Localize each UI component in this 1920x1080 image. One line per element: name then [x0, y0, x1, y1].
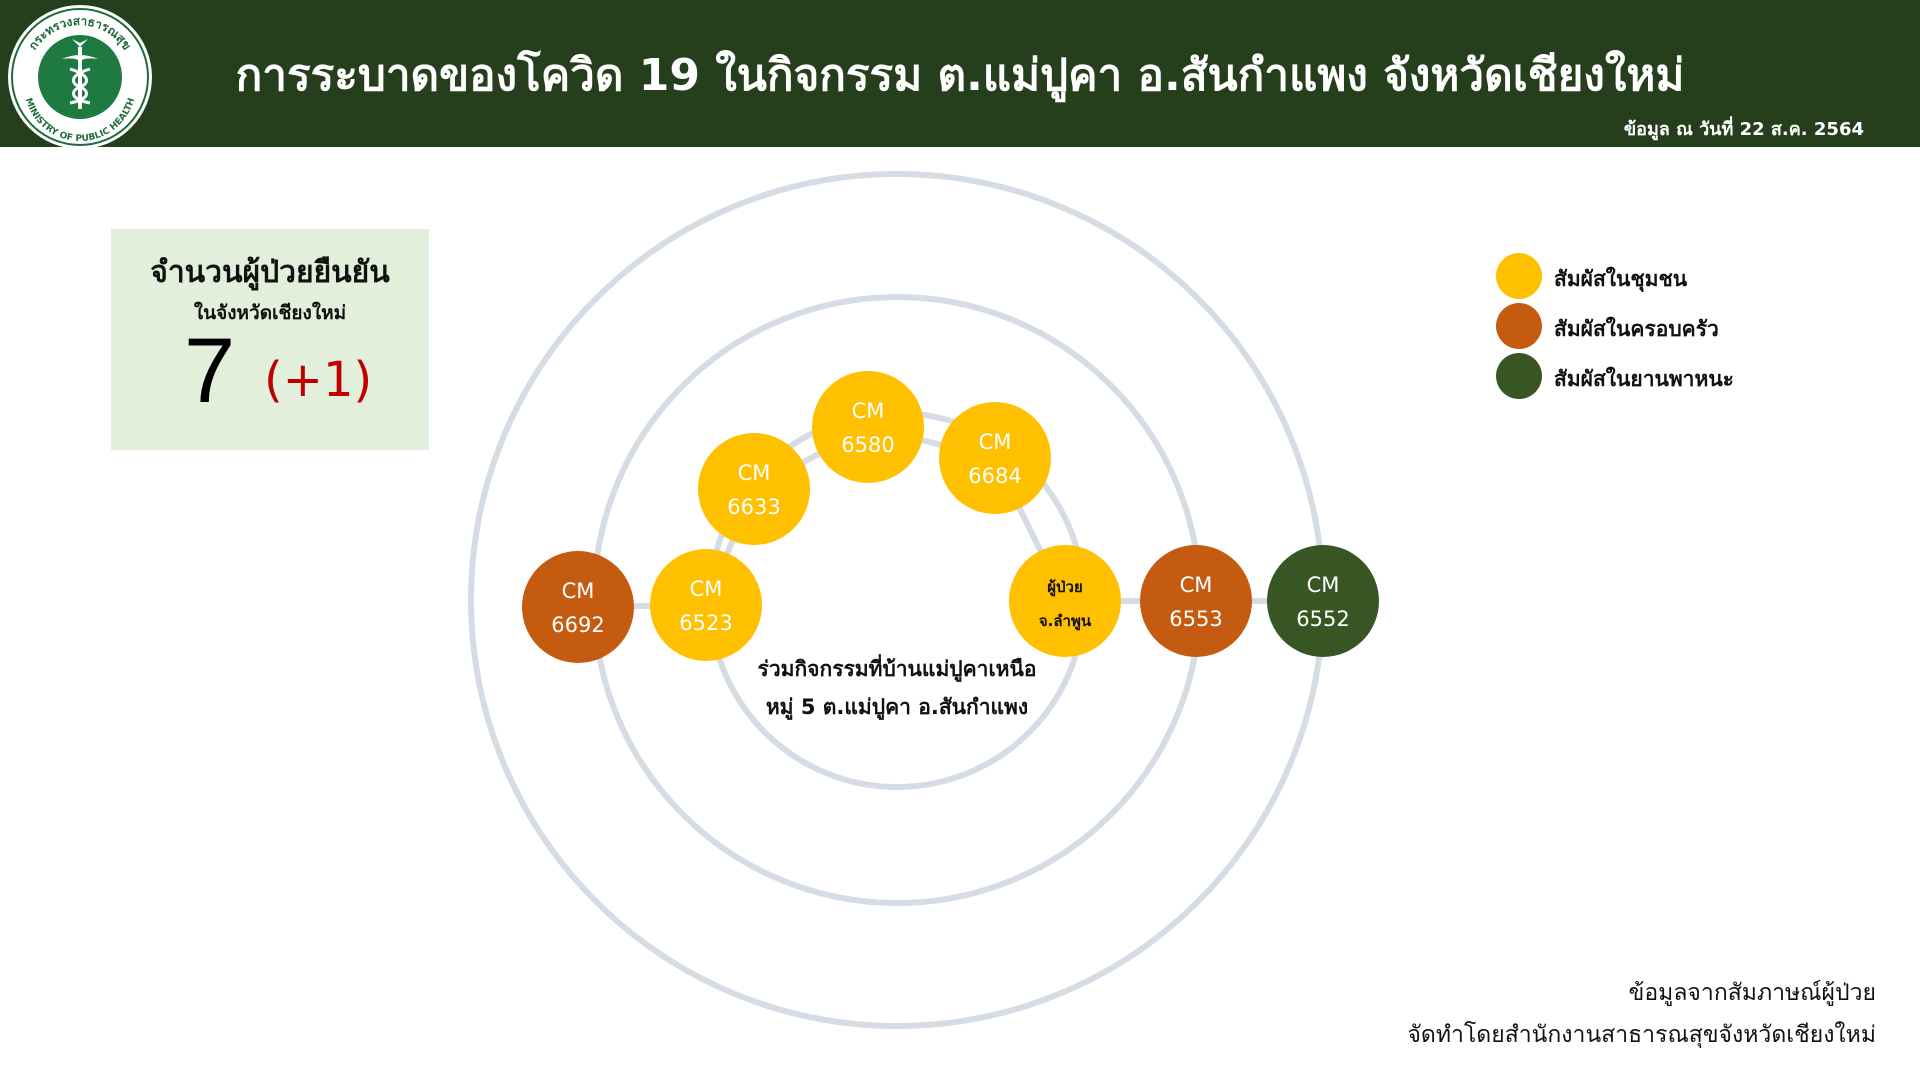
confirmed-cases-count: 7 [184, 320, 236, 422]
confirmed-cases-card: จำนวนผู้ป่วยยืนยัน ในจังหวัดเชียงใหม่ 7 … [111, 229, 429, 450]
case-node-line1: CM [690, 577, 723, 601]
case-node-line2: 6553 [1169, 607, 1222, 631]
case-node-6552: CM 6552 [1267, 545, 1379, 657]
case-node-circle [650, 549, 762, 661]
case-node-line2: 6523 [679, 611, 732, 635]
case-node-line1: CM [1180, 573, 1213, 597]
footer-source: ข้อมูลจากสัมภาษณ์ผู้ป่วย [1628, 980, 1876, 1006]
case-node-line2: จ.ลำพูน [1039, 612, 1092, 631]
header-bar: กระทรวงสาธารณสุข MINISTRY OF PUBLIC HEAL… [0, 0, 1920, 149]
case-node-line1: CM [738, 461, 771, 485]
ministry-logo-icon: กระทรวงสาธารณสุข MINISTRY OF PUBLIC HEAL… [8, 5, 152, 149]
case-node-จ.ลำพูน: ผู้ป่วยจ.ลำพูน [1009, 545, 1121, 657]
case-node-line2: 6692 [551, 613, 604, 637]
case-node-circle [1009, 545, 1121, 657]
case-node-line1: CM [562, 579, 595, 603]
case-node-line1: CM [1307, 573, 1340, 597]
case-node-6523: CM 6523 [650, 549, 762, 661]
legend-community-label: สัมผัสในชุมชน [1554, 267, 1688, 291]
confirmed-cases-title: จำนวนผู้ป่วยยืนยัน [150, 255, 390, 290]
case-node-line2: 6684 [968, 464, 1021, 488]
confirmed-cases-delta: (+1) [264, 352, 373, 408]
case-node-6692: CM 6692 [522, 551, 634, 663]
page-title: การระบาดของโควิด 19 ในกิจกรรม ต.แม่ปูคา … [235, 50, 1685, 101]
case-node-6684: CM 6684 [939, 402, 1051, 514]
legend-family-swatch [1496, 303, 1542, 349]
case-node-circle [698, 433, 810, 545]
legend: สัมผัสในชุมชน สัมผัสในครอบครัว สัมผัสในย… [1496, 253, 1796, 403]
legend-community-swatch [1496, 253, 1542, 299]
footer-credit: จัดทำโดยสำนักงานสาธารณสุขจังหวัดเชียงใหม… [1407, 1022, 1876, 1048]
confirmed-cases-subtitle: ในจังหวัดเชียงใหม่ [193, 302, 347, 324]
legend-item-vehicle: สัมผัสในยานพาหนะ [1496, 353, 1796, 403]
case-node-circle [1140, 545, 1252, 657]
case-node-6633: CM 6633 [698, 433, 810, 545]
case-node-line2: 6580 [841, 433, 894, 457]
case-node-line2: 6633 [727, 495, 780, 519]
case-node-line1: CM [852, 399, 885, 423]
legend-vehicle-swatch [1496, 353, 1542, 399]
case-node-6553: CM 6553 [1140, 545, 1252, 657]
case-node-line1: ผู้ป่วย [1047, 578, 1083, 597]
center-label-line1: ร่วมกิจกรรมที่บ้านแม่ปูคาเหนือ [758, 653, 1037, 683]
case-node-line2: 6552 [1296, 607, 1349, 631]
legend-item-family: สัมผัสในครอบครัว [1496, 303, 1796, 353]
case-node-line1: CM [979, 430, 1012, 454]
case-node-circle [939, 402, 1051, 514]
case-node-circle [812, 371, 924, 483]
data-date: ข้อมูล ณ วันที่ 22 ส.ค. 2564 [1623, 119, 1864, 140]
legend-item-community: สัมผัสในชุมชน [1496, 253, 1796, 303]
case-node-circle [522, 551, 634, 663]
case-node-6580: CM 6580 [812, 371, 924, 483]
legend-family-label: สัมผัสในครอบครัว [1554, 317, 1719, 341]
center-label-line2: หมู่ 5 ต.แม่ปูคา อ.สันกำแพง [766, 695, 1028, 721]
case-node-circle [1267, 545, 1379, 657]
legend-vehicle-label: สัมผัสในยานพาหนะ [1554, 367, 1734, 391]
